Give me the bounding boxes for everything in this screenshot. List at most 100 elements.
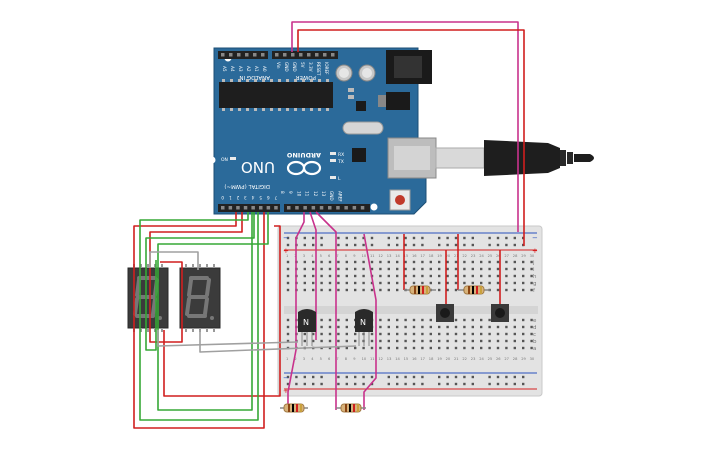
row-letter: d	[533, 325, 537, 331]
breadboard-hole	[438, 346, 441, 350]
breadboard-hole	[471, 339, 474, 343]
rail-hole	[312, 236, 315, 240]
rail-hole	[438, 236, 441, 240]
wire-red-loop-outer[interactable]	[133, 212, 265, 429]
rail-hole	[396, 375, 399, 379]
wire-green-loop-outer[interactable]	[139, 212, 259, 421]
push-button[interactable]	[491, 304, 509, 322]
breadboard-hole	[513, 281, 516, 285]
power-pin-label: GND	[284, 62, 289, 72]
breadboard-hole	[354, 267, 357, 271]
breadboard-hole	[396, 281, 399, 285]
breadboard-hole	[303, 332, 306, 336]
header-pin	[243, 206, 248, 210]
breadboard-hole	[404, 325, 407, 329]
column-number: 1	[286, 254, 288, 258]
wire-gray-top[interactable]	[149, 251, 199, 270]
breadboard-hole	[354, 274, 357, 278]
breadboard-hole	[522, 332, 525, 336]
wire-red-loop-inner[interactable]	[149, 212, 243, 343]
rail-hole	[438, 382, 441, 386]
breadboard-hole	[446, 325, 449, 329]
breadboard-hole	[345, 325, 348, 329]
breadboard-hole	[438, 332, 441, 336]
breadboard-hole	[429, 346, 432, 350]
usb-plug-body	[484, 140, 560, 176]
breadboard-hole	[337, 274, 340, 278]
display-decimal-point	[158, 316, 162, 320]
breadboard-hole	[345, 281, 348, 285]
breadboard-holes	[286, 236, 533, 386]
resistor[interactable]	[280, 403, 308, 413]
rail-hole	[513, 243, 516, 247]
wire-pin-to-collector-1[interactable]	[309, 211, 317, 340]
seven-segment-display[interactable]	[179, 264, 221, 332]
wire-transistor-2[interactable]	[363, 233, 377, 410]
breadboard-hole	[522, 288, 525, 292]
analog-pin-label: A3	[238, 66, 243, 72]
header-pin	[253, 53, 257, 57]
breadboard-hole	[429, 318, 432, 322]
rail-hole	[286, 243, 290, 247]
usb-cable[interactable]	[435, 140, 594, 176]
header-pin	[274, 206, 278, 210]
breadboard-hole	[362, 267, 365, 271]
l-led	[330, 176, 336, 179]
column-number: 11	[370, 357, 375, 361]
chip-leg	[302, 79, 305, 82]
breadboard-hole	[379, 346, 382, 350]
rail-hole	[404, 375, 407, 379]
resistor[interactable]	[458, 285, 490, 295]
column-number: 4	[311, 254, 314, 258]
breadboard-hole	[328, 332, 332, 336]
rail-hole	[354, 236, 357, 240]
rail-hole	[404, 243, 407, 247]
wire-pin-to-base-2[interactable]	[315, 211, 337, 410]
breadboard-hole	[496, 260, 500, 264]
rail-hole	[345, 375, 348, 379]
chip-leg	[294, 79, 297, 82]
breadboard-hole	[412, 267, 416, 271]
column-number: 9	[353, 254, 356, 258]
rail-hole	[286, 236, 290, 240]
breadboard-hole	[379, 274, 382, 278]
npn-transistor[interactable]: N	[298, 309, 316, 346]
breadboard-components[interactable]: N N	[280, 285, 509, 413]
rail-hole	[303, 382, 306, 386]
breadboard-hole	[387, 274, 390, 278]
wire-pin-to-base-1[interactable]	[287, 212, 305, 410]
breadboard-hole	[404, 274, 407, 278]
wire-gnd-to-rail[interactable]	[297, 29, 525, 246]
display-pin	[192, 264, 194, 268]
breadboard-hole	[354, 281, 357, 285]
seven-segment-displays[interactable]	[127, 264, 221, 332]
wire-green-loop-inner[interactable]	[145, 212, 255, 351]
wire-red-transistor[interactable]	[163, 225, 281, 397]
resistor[interactable]	[404, 285, 436, 295]
reset-button-cap[interactable]	[395, 195, 405, 205]
npn-transistor[interactable]: N	[355, 309, 373, 346]
wire-gray-common[interactable]	[157, 330, 299, 347]
push-button[interactable]	[436, 304, 454, 322]
breadboard-hole	[286, 260, 290, 264]
breadboard-hole	[412, 339, 416, 343]
pin-label-text: Vin	[276, 62, 281, 69]
breadboard-hole	[396, 318, 399, 322]
chip-leg	[238, 79, 241, 82]
column-number: 27	[504, 357, 509, 361]
column-number: 8	[345, 357, 348, 361]
wire-gray-to-transistor[interactable]	[199, 330, 357, 353]
resistor[interactable]	[336, 403, 366, 413]
wire-green-loop-mid[interactable]	[157, 212, 269, 411]
pin-label-text: GND	[292, 62, 297, 72]
bottom-header-pins	[221, 206, 365, 210]
header-pin	[319, 206, 324, 210]
breadboard-hole	[421, 318, 424, 322]
wire-5v-to-rail[interactable]	[291, 21, 519, 232]
header-pin	[261, 53, 265, 57]
chip-leg	[318, 108, 321, 111]
rail-hole	[354, 382, 357, 386]
